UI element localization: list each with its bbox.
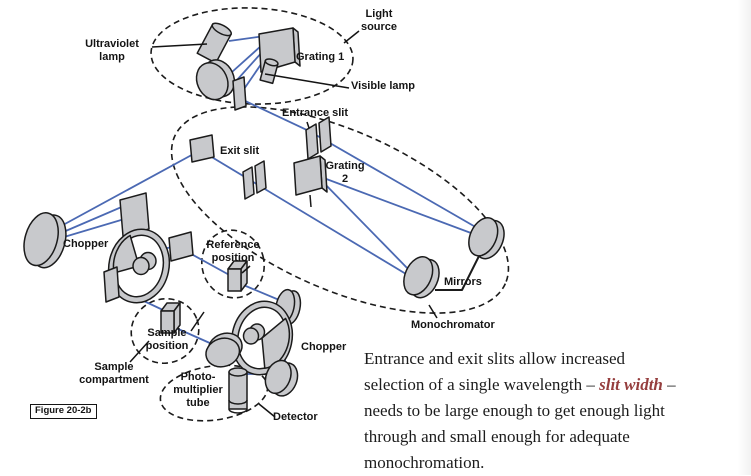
chopper-wheel-2 — [230, 300, 294, 376]
mirror-disc-lower — [403, 256, 440, 299]
exit-slit-plate — [254, 160, 267, 194]
exit-mirror-plate — [189, 134, 215, 163]
label-ultraviolet-lamp: Ultraviolet lamp — [85, 38, 139, 63]
sample-cell-outline — [130, 297, 200, 365]
label-light-source: Light source — [360, 8, 398, 33]
label-chopper-top: Chopper — [63, 238, 109, 250]
sample-beam-disc — [205, 332, 243, 368]
caption-paragraph: Entrance and exit slits allow increased … — [364, 346, 749, 476]
visible-lamp-shape — [259, 58, 279, 85]
caption-line: through and small enough for adequate — [364, 427, 630, 446]
label-exit-slit: Exit slit — [220, 145, 260, 157]
reference-cuvette — [227, 260, 248, 292]
relay-plate — [232, 76, 247, 111]
chopper-hub-1 — [132, 251, 157, 276]
beam-plate-right — [168, 231, 194, 262]
label-detector: Detector — [273, 411, 318, 423]
chopper-mirror-disc — [23, 212, 67, 269]
label-sample-position: Sample position — [145, 327, 189, 352]
label-monochromator: Monochromator — [411, 319, 495, 331]
detector-mirror-disc — [264, 359, 299, 397]
entrance-slit-plate — [318, 116, 332, 153]
sample-cuvette — [160, 302, 181, 334]
ultraviolet-lamp-shape — [196, 22, 233, 64]
source-mirror-disc — [195, 59, 236, 101]
label-grating-1: Grating 1 — [296, 51, 345, 63]
reference-cell-outline — [200, 229, 266, 299]
label-reference-position: Reference position — [206, 239, 260, 264]
caption-line: monochromation. — [364, 453, 485, 472]
photomultiplier-tube-shape — [228, 367, 248, 414]
mirror-disc-upper — [468, 217, 505, 260]
label-entrance-slit: Entrance slit — [282, 107, 349, 119]
chopper-hub-2 — [242, 323, 266, 345]
callout-lines — [129, 30, 438, 418]
mirror-connector-line — [435, 253, 481, 291]
slit-width-highlight: slit width — [599, 375, 663, 394]
label-photomultiplier: Photo- multiplier tube — [173, 371, 223, 409]
entrance-slit-plate — [305, 123, 319, 160]
caption-line: selection of a single wavelength – slit … — [364, 375, 676, 394]
chopper-plate — [119, 192, 150, 237]
label-visible-lamp: Visible lamp — [351, 80, 415, 92]
monochromator-outline — [170, 106, 510, 314]
beam-plate-small — [103, 266, 120, 303]
label-mirrors: Mirrors — [444, 276, 482, 288]
label-sample-compartment: Sample compartment — [79, 361, 149, 386]
caption-line: needs to be large enough to get enough l… — [364, 401, 665, 420]
caption-line: Entrance and exit slits allow increased — [364, 349, 626, 368]
label-chopper-bottom: Chopper — [301, 341, 347, 353]
figure-number-tag: Figure 20-2b — [30, 404, 97, 420]
exit-slit-plate — [242, 166, 255, 200]
label-grating-2: Grating 2 — [325, 160, 365, 185]
grating2-shape — [293, 155, 328, 208]
page-edge-shadow — [737, 0, 751, 475]
